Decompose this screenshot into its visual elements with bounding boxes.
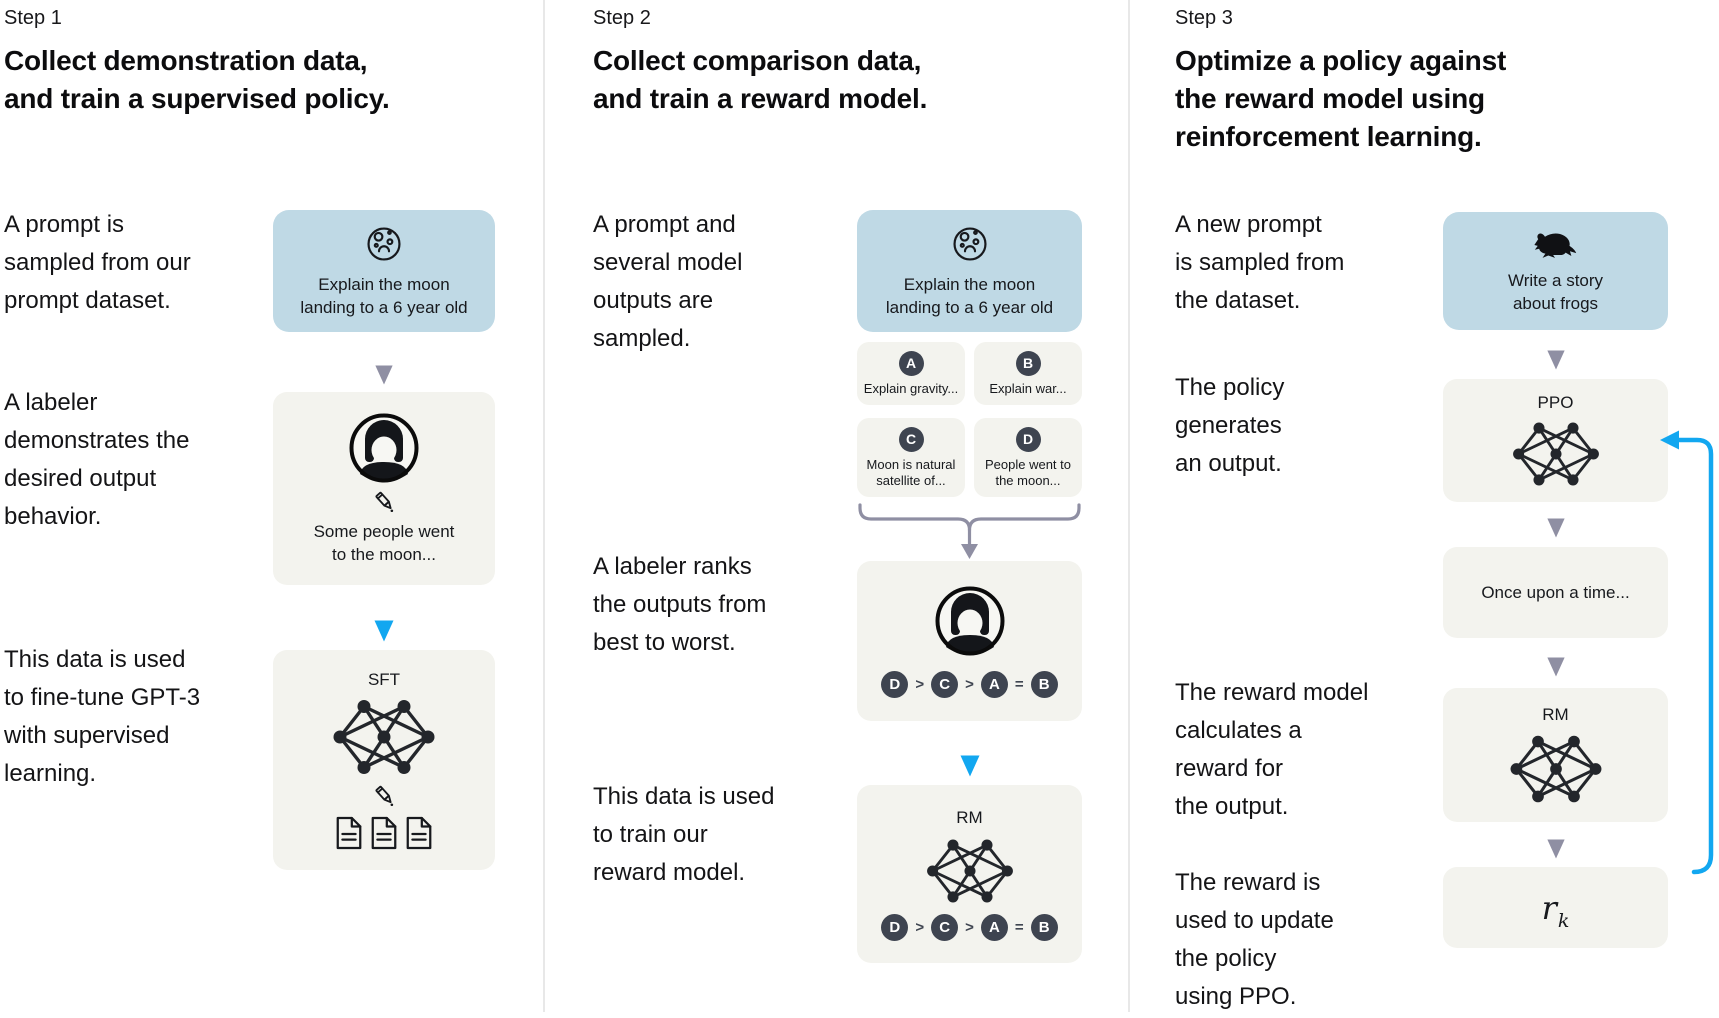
step3-output-card: Once upon a time...	[1443, 547, 1668, 638]
step1-label: Step 1	[4, 7, 62, 29]
neural-network-icon	[331, 697, 437, 776]
ranking-row: D > C > A = B	[881, 913, 1058, 941]
column-divider-1	[543, 0, 545, 1012]
step2-prompt-card: Explain the moon landing to a 6 year old	[857, 210, 1082, 332]
output-text-b: Explain war...	[989, 380, 1067, 396]
down-arrow-icon	[375, 365, 393, 385]
output-badge-a: A	[898, 350, 924, 376]
documents-row	[334, 815, 434, 851]
step2-caption-rank: A labeler ranks the outputs from best to…	[593, 553, 767, 656]
step3-prompt-card: Write a story about frogs	[1443, 212, 1668, 330]
ppo-label: PPO	[1537, 393, 1574, 412]
moon-icon	[952, 226, 987, 261]
reward-symbol: rk	[1541, 888, 1570, 932]
step1-labeler-card-text: Some people went to the moon...	[313, 521, 455, 564]
rank-badge: C	[931, 913, 959, 941]
step2-label: Step 2	[593, 7, 651, 29]
step3-caption-prompt: A new prompt is sampled from the dataset…	[1175, 211, 1345, 314]
rm-label: RM	[956, 807, 983, 827]
output-card-a: A Explain gravity...	[857, 342, 965, 405]
neural-network-icon	[1508, 734, 1603, 804]
step2-caption-train: This data is used to train our reward mo…	[593, 783, 775, 886]
pencil-icon	[375, 490, 395, 513]
step3-prompt-card-text: Write a story about frogs	[1507, 271, 1604, 313]
ranking-row: D > C > A = B	[881, 670, 1058, 698]
rank-separator: =	[1014, 918, 1024, 936]
document-icon	[336, 816, 362, 849]
step3-rm-card: RM	[1443, 688, 1668, 822]
step2-caption-prompt: A prompt and several model outputs are s…	[593, 211, 743, 352]
output-badge-d: D	[1015, 426, 1041, 452]
rm-label: RM	[1542, 705, 1569, 724]
rank-separator: >	[915, 675, 925, 693]
output-card-d: D People went to the moon...	[974, 418, 1082, 497]
reward-r: r	[1541, 888, 1557, 927]
step2-rm-card: RM D > C > A = B	[857, 785, 1082, 963]
step1-sft-card: SFT	[273, 650, 495, 870]
sft-label: SFT	[367, 669, 401, 689]
merge-bracket-arrow-icon	[858, 503, 1081, 559]
step1-prompt-card: Explain the moon landing to a 6 year old	[273, 210, 495, 332]
step1-title: Collect demonstration data, and train a …	[4, 45, 390, 114]
step2-title: Collect comparison data, and train a rew…	[593, 45, 928, 114]
down-arrow-icon	[1547, 839, 1565, 859]
step3-reward-card: rk	[1443, 867, 1668, 948]
rank-separator: =	[1014, 675, 1024, 693]
document-icon	[406, 816, 432, 849]
down-arrow-blue-icon	[374, 620, 394, 642]
step2-prompt-card-text: Explain the moon landing to a 6 year old	[885, 274, 1054, 317]
output-badge-c: C	[898, 426, 924, 452]
step1-caption-prompt: A prompt is sampled from our prompt data…	[4, 211, 191, 314]
rank-badge: B	[1030, 670, 1058, 698]
step3-caption-policy: The policy generates an output.	[1175, 374, 1285, 477]
output-text-a: Explain gravity...	[863, 380, 959, 396]
frog-icon	[1533, 233, 1576, 258]
rank-separator: >	[965, 918, 974, 936]
step1-prompt-card-text: Explain the moon landing to a 6 year old	[300, 274, 468, 317]
step3-ppo-card: PPO	[1443, 379, 1668, 502]
down-arrow-icon	[1547, 518, 1565, 538]
moon-icon	[367, 226, 401, 261]
step3-caption-update: The reward is used to update the policy …	[1175, 869, 1334, 1010]
rank-badge: D	[881, 913, 909, 941]
down-arrow-blue-icon	[960, 755, 980, 777]
output-card-c: C Moon is natural satellite of...	[857, 418, 965, 497]
output-text-c: Moon is natural satellite of...	[866, 456, 956, 488]
down-arrow-icon	[1547, 350, 1565, 370]
step3-caption-reward: The reward model calculates a reward for…	[1175, 679, 1369, 820]
rank-separator: >	[965, 675, 974, 693]
output-card-b: B Explain war...	[974, 342, 1082, 405]
rank-badge: B	[1030, 913, 1058, 941]
neural-network-icon	[1511, 421, 1600, 487]
step2-ranking-card: D > C > A = B	[857, 561, 1082, 721]
step3-title: Optimize a policy against the reward mod…	[1175, 45, 1507, 152]
output-badge-b: B	[1015, 350, 1041, 376]
down-arrow-icon	[1547, 657, 1565, 677]
labeler-avatar-icon	[935, 586, 1004, 657]
step1-caption-labeler: A labeler demonstrates the desired outpu…	[4, 389, 190, 530]
column-divider-2	[1128, 0, 1130, 1012]
labeler-avatar-icon	[349, 413, 419, 484]
rank-badge: A	[980, 670, 1008, 698]
step3-label: Step 3	[1175, 7, 1233, 29]
document-icon	[371, 816, 397, 849]
rank-badge: C	[931, 670, 959, 698]
step1-caption-train: This data is used to fine-tune GPT-3 wit…	[4, 646, 201, 787]
output-text-d: People went to the moon...	[984, 456, 1071, 488]
rank-badge: D	[881, 670, 909, 698]
step1-labeler-card: Some people went to the moon...	[273, 392, 495, 585]
pencil-icon	[375, 784, 395, 807]
rank-badge: A	[980, 913, 1008, 941]
rank-separator: >	[915, 918, 925, 936]
neural-network-icon	[925, 837, 1014, 904]
reward-subscript-k: k	[1557, 909, 1570, 932]
feedback-loop-arrow-icon	[1660, 430, 1714, 875]
step3-output-card-text: Once upon a time...	[1481, 583, 1630, 602]
